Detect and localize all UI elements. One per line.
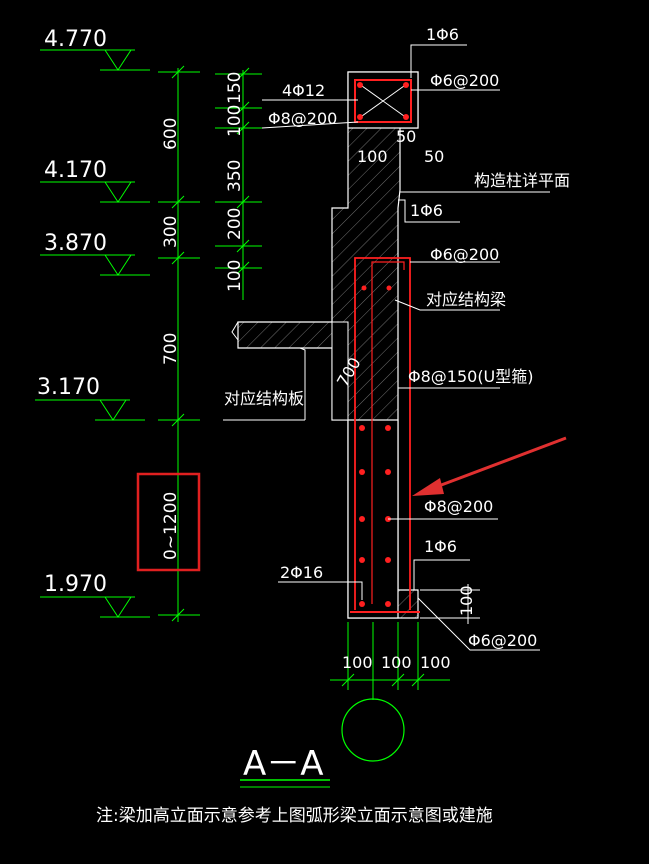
dim-50-side: 50 [424,147,444,166]
u-stirrup-label: Φ8@150(U型箍) [408,367,534,386]
leader-lines [261,44,550,651]
level-4770-label: 4.770 [44,27,107,52]
red-arrow [412,436,567,496]
level-3170-label: 3.170 [37,375,100,400]
bottom-dim-100-3: 100 [420,653,451,672]
dim-300: 300 [161,216,181,248]
mid-tie-count-label: 1Φ6 [410,201,443,220]
side-bars-label: Φ8@200 [424,497,493,516]
dim-700: 700 [161,333,181,365]
top-stirrup-label: 1Φ6 [426,25,459,44]
axis-bubble [341,698,405,762]
bottom-spacing-label: Φ6@200 [468,631,537,650]
note-text: 注:梁加高立面示意参考上图弧形梁立面示意图或建施 [96,806,493,826]
dim-100-a: 100 [225,105,245,137]
slab-label: 对应结构板 [224,389,304,408]
level-marker-3170: 3.170 [35,375,145,421]
top-main-bars-label: 4Φ12 [282,81,325,100]
top-tie-label: Φ8@200 [268,109,337,128]
level-marker-4170: 4.170 [40,158,150,203]
dim-0-1200: 0~1200 [161,492,181,560]
inner-dimension-chain [215,67,262,300]
level-marker-3870: 3.870 [40,231,150,276]
level-marker-1970: 1.970 [40,572,150,618]
outer-dimension-chain [158,65,200,622]
bottom-dim-100-2: 100 [381,653,412,672]
bottom-main-bars-label: 2Φ16 [280,563,323,582]
mid-tie-spacing-label: Φ6@200 [430,245,499,264]
dim-100-plan: 100 [357,147,388,166]
level-3870-label: 3.870 [44,231,107,256]
dim-150: 150 [225,72,245,104]
column-detail-title: 构造柱详平面 [474,171,570,190]
dim-600: 600 [161,118,181,150]
bottom-dim-100: 100 [457,585,476,616]
bottom-dimension-chain [330,622,450,700]
section-title: A－A [243,744,324,784]
top-stirrup-spacing-label: Φ6@200 [430,71,499,90]
dim-200: 200 [225,208,245,240]
dim-50-top: 50 [396,127,416,146]
dim-100-c: 100 [225,260,245,292]
highlight-box [136,472,201,572]
level-4170-label: 4.170 [44,158,107,183]
column-detail [354,79,412,123]
beam-reinforcement [350,257,420,613]
bottom-dim-100-1: 100 [342,653,373,672]
level-1970-label: 1.970 [44,572,107,597]
concrete-section [223,71,419,619]
bottom-tie-label: 1Φ6 [424,537,457,556]
level-marker-4770: 4.770 [40,27,150,71]
dim-350: 350 [225,160,245,192]
beam-label: 对应结构梁 [426,290,506,309]
